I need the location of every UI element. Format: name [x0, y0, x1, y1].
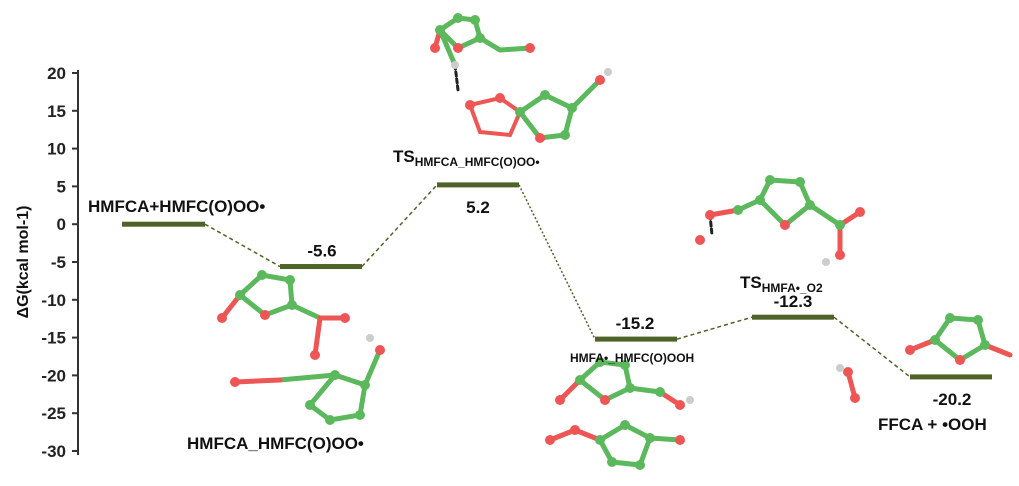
state-label-product: FFCA + •OOH: [878, 415, 987, 434]
y-axis-ticks: 20 15 10 5 0 -5 -10 -15 -20 -25 -30: [41, 64, 78, 461]
product-molecule-image: [836, 313, 1013, 403]
ts1-molecule-image: [430, 13, 612, 143]
y-tick-label: 15: [47, 102, 66, 121]
ts2-molecule-image: [695, 175, 865, 266]
energy-level-product: [910, 374, 992, 380]
state-labels: HMFCA+HMFC(O)OO• HMFCA_HMFC(O)OO• TSHMFC…: [88, 147, 987, 453]
y-tick-label: 10: [47, 140, 66, 159]
y-tick-label: -15: [41, 329, 66, 348]
y-tick-label: -25: [41, 404, 66, 423]
y-tick-label: 20: [47, 64, 66, 83]
state-label-reactant: HMFCA+HMFC(O)OO•: [88, 197, 265, 216]
y-axis-label: ΔG(kcal mol-1): [15, 206, 32, 319]
y-tick-label: -20: [41, 366, 66, 385]
state-label-ts2-sub: HMFA•_O2: [762, 281, 823, 295]
y-tick-label: 5: [57, 177, 66, 196]
connector-reactant-complex1: [204, 223, 281, 268]
connector-ts1-complex2: [518, 184, 596, 340]
y-tick-label: -5: [51, 253, 66, 272]
energy-value-ts1: 5.2: [466, 198, 490, 217]
y-tick-label: -10: [41, 291, 66, 310]
energy-level-reactant: [122, 221, 205, 227]
energy-level-ts1: [437, 182, 519, 188]
state-label-ts1-sub: HMFCA_HMFC(O)OO•: [415, 155, 540, 169]
energy-level-ts2: [752, 314, 834, 320]
state-label-ts2: TSHMFA•_O2: [740, 273, 823, 295]
energy-value-product: -20.2: [933, 390, 972, 409]
molecule-structures: [217, 13, 1013, 470]
energy-level-complex1: [280, 264, 362, 270]
connector-ts2-product: [833, 316, 911, 378]
complex1-molecule-image: [217, 270, 385, 425]
energy-value-complex2: -15.2: [616, 314, 655, 333]
pathway-connectors: [204, 184, 911, 378]
state-label-complex2: HMFA•_HMFC(O)OOH: [570, 351, 694, 365]
energy-value-ts2: -12.3: [774, 292, 813, 311]
connector-complex2-ts2: [676, 316, 753, 340]
connector-complex1-ts1: [361, 184, 438, 268]
state-label-ts1: TSHMFCA_HMFC(O)OO•: [393, 147, 540, 169]
y-tick-label: 0: [57, 215, 66, 234]
energy-level-complex2: [595, 336, 677, 342]
energy-levels: -5.6 5.2 -15.2 -12.3 -20.2: [122, 182, 992, 409]
complex2-molecule-image: [545, 357, 694, 470]
state-label-complex1: HMFCA_HMFC(O)OO•: [187, 434, 364, 453]
energy-value-complex1: -5.6: [307, 242, 336, 261]
y-tick-label: -30: [41, 442, 66, 461]
